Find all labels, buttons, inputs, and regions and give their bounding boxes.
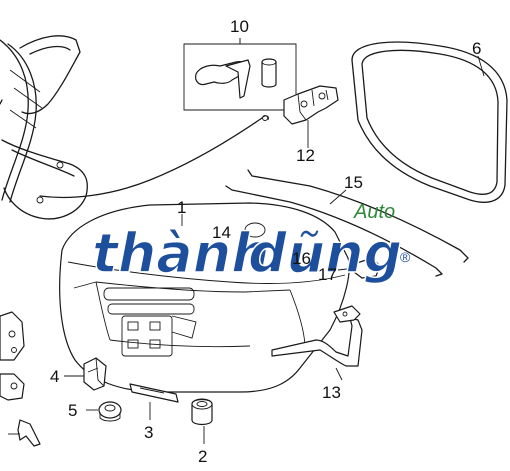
- cylinder-grommet: [191, 398, 213, 426]
- watermark-sub: Auto: [353, 201, 395, 223]
- callout-14: 14: [212, 223, 231, 242]
- callout-13: 13: [322, 383, 341, 402]
- callout-5: 5: [68, 401, 77, 420]
- molding-strip: [129, 383, 179, 403]
- callout-17: 17: [318, 265, 337, 284]
- callout-1: 1: [177, 198, 186, 217]
- grommet: [98, 401, 122, 422]
- left-edge-parts: [0, 311, 41, 447]
- leader-lines: [64, 38, 485, 444]
- weatherstrip-seal: [351, 41, 508, 203]
- bumper-block: [83, 357, 107, 391]
- hinge-assembly: [0, 35, 88, 220]
- key-set-box: [183, 38, 297, 111]
- callout-2: 2: [198, 447, 207, 466]
- callout-6: 6: [472, 39, 481, 58]
- callout-12: 12: [296, 146, 315, 165]
- gooseneck-hinge: [271, 305, 363, 367]
- callout-15: 15: [344, 173, 363, 192]
- watermark-registered: ®: [400, 249, 411, 265]
- trunk-latch: [283, 85, 339, 125]
- release-cable: [39, 115, 269, 199]
- trunk-lid: [59, 202, 350, 393]
- callout-10: 10: [230, 17, 249, 36]
- callout-4: 4: [50, 367, 59, 386]
- brand-watermark: thành dũng Auto ®: [91, 201, 411, 286]
- watermark-brand-right: dũng: [248, 222, 402, 285]
- callout-labels: 10 6 12 15 1 14 16 17 13 4 5 3 2: [50, 17, 481, 466]
- torsion-bars: [225, 169, 469, 277]
- watermark-brand-left: thành: [92, 222, 270, 285]
- callout-16: 16: [292, 249, 311, 268]
- callout-3: 3: [144, 423, 153, 442]
- stay-bracket: [353, 257, 381, 279]
